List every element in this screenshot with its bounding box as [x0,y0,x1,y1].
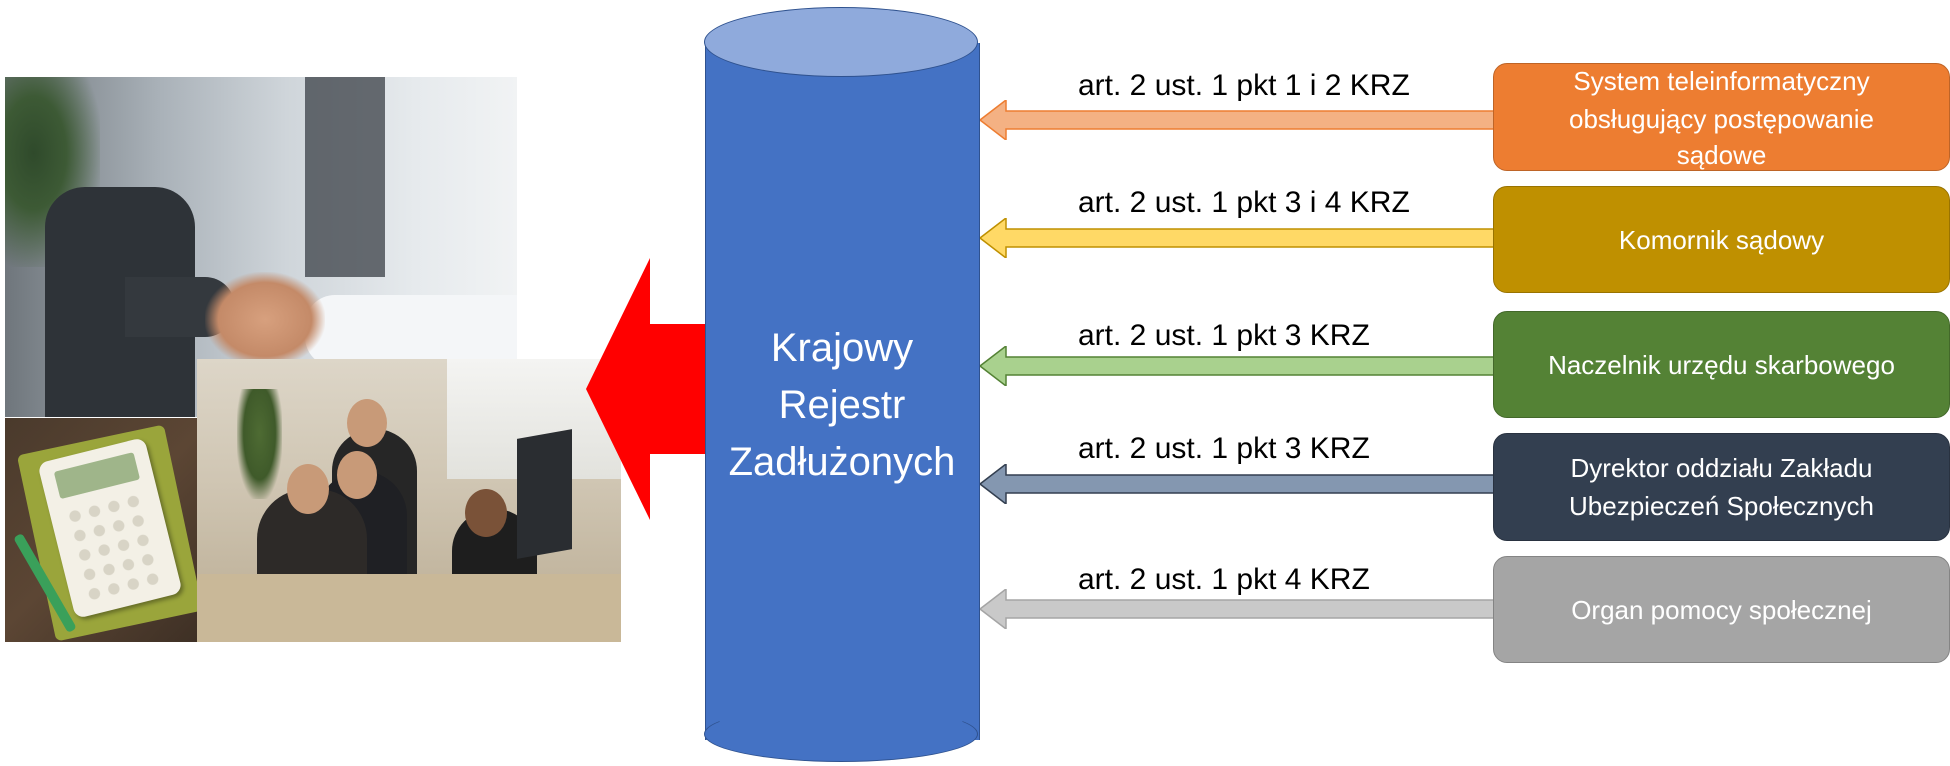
handshake-photo [5,77,517,417]
source-box-pomoc-spoleczna: Organ pomocy społecznej [1493,556,1950,663]
white-sleeve-shape [305,295,517,367]
registry-label-line: Krajowy [770,326,914,370]
source-box-komornik: Komornik sądowy [1493,186,1950,293]
calculator-photo [5,418,197,642]
background-person-shape [305,77,385,277]
seated-person-head [287,464,329,514]
source-box-line: Naczelnik urzędu skarbowego [1548,349,1895,380]
smiling-person-head [465,489,507,537]
source-box-line: Organ pomocy społecznej [1571,594,1872,625]
registry-cylinder-body [705,43,980,740]
source-box-naczelnik: Naczelnik urzędu skarbowego [1493,311,1950,418]
monitor-shape [517,429,572,559]
seated-person-head [337,451,377,499]
calculator-keys-shape [62,488,166,602]
registry-label-line: Rejestr [778,383,906,427]
legal-basis-label-0: art. 2 ust. 1 pkt 1 i 2 KRZ [1078,69,1410,102]
legal-basis-label-1: art. 2 ust. 1 pkt 3 i 4 KRZ [1078,186,1410,219]
legal-basis-label-4: art. 2 ust. 1 pkt 4 KRZ [1078,563,1370,596]
source-box-line: Dyrektor oddziału Zakładu [1570,453,1873,483]
source-arrow-3 [980,464,1496,504]
legal-basis-label-2: art. 2 ust. 1 pkt 3 KRZ [1078,319,1370,352]
source-box-line: obsługujący postępowanie [1569,104,1874,134]
office-plant-shape [237,389,282,499]
registry-cylinder-bottom [704,706,978,762]
desk-shape [197,574,621,642]
office-team-photo [197,359,621,642]
standing-person-head [347,399,387,447]
source-box-line: sądowe [1676,140,1767,170]
source-box-line: System teleinformatyczny [1573,66,1870,96]
handshake-hands-shape [205,272,325,367]
source-box-line: Ubezpieczeń Społecznych [1569,491,1874,521]
source-box-line: Komornik sądowy [1618,224,1825,255]
source-box-zus: Dyrektor oddziału Zakładu Ubezpieczeń Sp… [1493,433,1950,541]
source-arrow-1 [980,218,1496,258]
big-output-arrow [586,258,706,520]
registry-label: Krajowy Rejestr Zadłużonych [706,320,978,491]
source-arrow-2 [980,346,1496,386]
registry-label-line: Zadłużonych [728,440,956,484]
source-arrow-4 [980,589,1496,629]
registry-cylinder-top [704,7,978,77]
legal-basis-label-3: art. 2 ust. 1 pkt 3 KRZ [1078,432,1370,465]
source-arrow-0 [980,100,1496,140]
source-box-system-teleinformatyczny: System teleinformatyczny obsługujący pos… [1493,63,1950,171]
